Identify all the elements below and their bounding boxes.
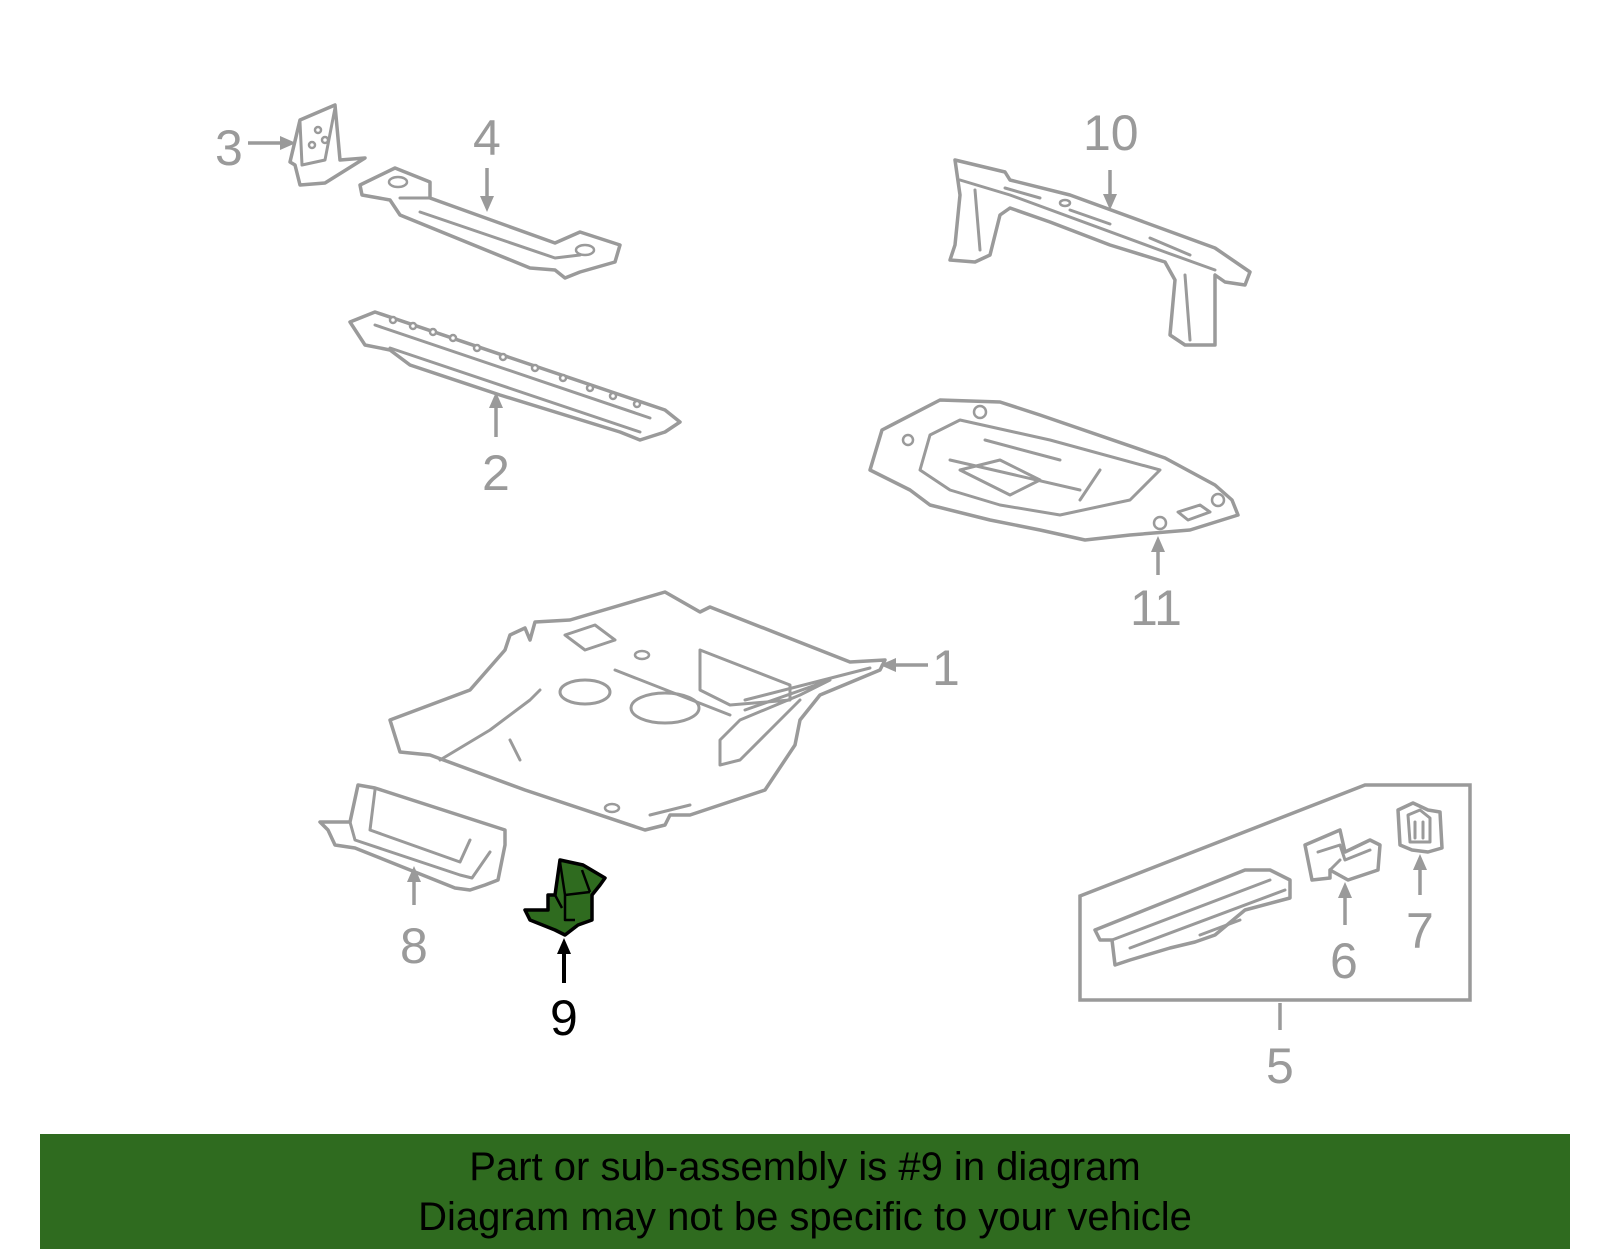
callout-5-label: 5 (1266, 1038, 1294, 1094)
callout-10-label: 10 (1083, 105, 1139, 161)
callout-9: 9 (550, 938, 578, 1046)
part-8-panel (318, 783, 507, 892)
callout-8: 8 (400, 866, 428, 974)
callout-2-label: 2 (482, 445, 510, 501)
callout-4-label: 4 (473, 110, 501, 166)
part-5-rail (1093, 868, 1292, 967)
part-3-bracket (288, 103, 367, 187)
callout-11-label: 11 (1130, 580, 1182, 636)
banner-line-1: Part or sub-assembly is #9 in diagram (469, 1145, 1141, 1189)
part-2-crossmember (348, 310, 682, 442)
callout-6: 6 (1330, 882, 1358, 989)
part-6-bracket (1303, 828, 1382, 882)
callout-6-label: 6 (1330, 933, 1358, 989)
callout-2: 2 (482, 392, 510, 501)
callout-10: 10 (1083, 105, 1139, 210)
callout-1: 1 (880, 640, 960, 696)
callout-8-label: 8 (400, 918, 428, 974)
part-9-bracket-highlighted (523, 858, 607, 937)
info-banner: Part or sub-assembly is #9 in diagram Di… (40, 1134, 1570, 1249)
subassembly-5-box (1078, 783, 1472, 1002)
callout-4: 4 (473, 110, 501, 212)
callout-1-label: 1 (932, 640, 960, 696)
part-7-clip (1396, 801, 1444, 854)
callout-7-label: 7 (1406, 903, 1434, 959)
callout-3-label: 3 (215, 120, 243, 176)
banner-line-2: Diagram may not be specific to your vehi… (418, 1195, 1192, 1239)
part-10-crossmember (948, 158, 1252, 347)
part-4-crossmember (358, 166, 622, 280)
callout-9-label: 9 (550, 990, 578, 1046)
part-1-floor-pan (388, 590, 887, 832)
callout-5: 5 (1266, 1003, 1294, 1094)
callout-11: 11 (1130, 536, 1182, 636)
callout-7: 7 (1406, 854, 1434, 959)
callout-3: 3 (215, 120, 296, 176)
part-11-floor-pan (868, 398, 1240, 542)
